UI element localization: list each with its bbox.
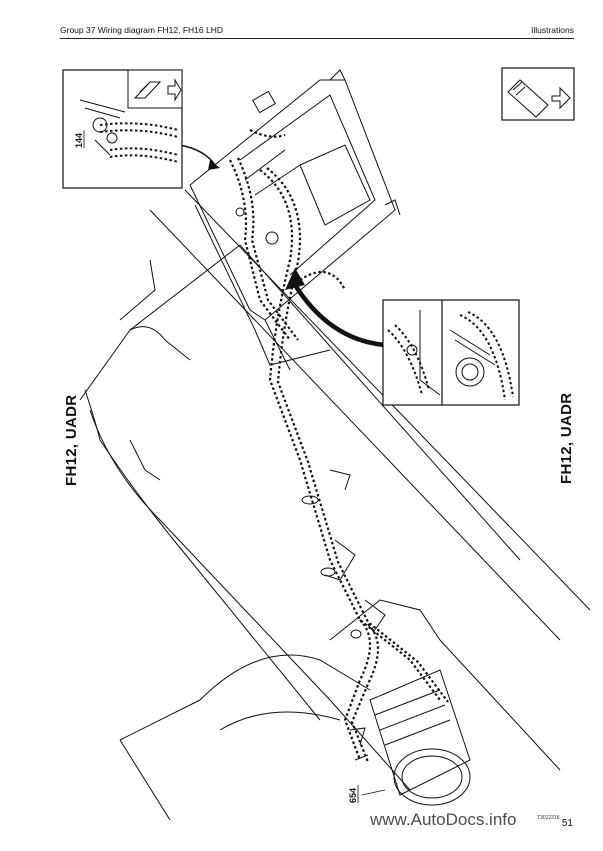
figure-reference-code: T3012316 bbox=[537, 815, 560, 821]
watermark: www.AutoDocs.info bbox=[370, 810, 517, 829]
part-label-144: 144 bbox=[74, 133, 84, 148]
page-number: 51 bbox=[561, 818, 573, 829]
header-title: Group 37 Wiring diagram FH12, FH16 LHD bbox=[60, 25, 223, 35]
harness-brackets bbox=[235, 207, 386, 639]
header-section: Illustrations bbox=[531, 25, 574, 35]
battery-box bbox=[189, 69, 401, 371]
detail-inset-144 bbox=[62, 69, 183, 189]
side-title-right: FH12, UADR bbox=[558, 392, 575, 484]
tank-component bbox=[349, 669, 471, 806]
frame-rails bbox=[79, 189, 591, 821]
part-label-654: 654 bbox=[348, 788, 358, 803]
cable-harness bbox=[229, 129, 449, 763]
side-title-left: FH12, UADR bbox=[63, 394, 80, 486]
direction-arrow-icon bbox=[501, 67, 575, 121]
view-direction-icon bbox=[133, 78, 182, 102]
page-header: Group 37 Wiring diagram FH12, FH16 LHD I… bbox=[60, 22, 574, 39]
routing-arrow bbox=[179, 144, 386, 348]
detail-inset-right bbox=[382, 299, 520, 406]
